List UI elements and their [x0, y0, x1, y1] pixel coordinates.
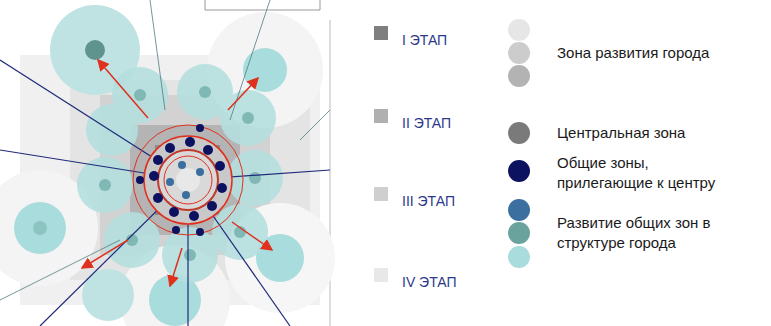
- legend-text: IV ЭТАП: [402, 272, 512, 292]
- legend-text: II ЭТАП: [402, 113, 512, 133]
- legend-text: Центральная зона: [557, 123, 757, 143]
- legend-text: I ЭТАП: [402, 30, 512, 50]
- legend-swatch: [374, 268, 388, 282]
- legend-text: Зона развития города: [557, 43, 757, 63]
- legend-swatch: [507, 159, 531, 183]
- legend-swatch: [374, 109, 388, 123]
- legend-swatch: [507, 41, 531, 65]
- legend-text: III ЭТАП: [402, 191, 512, 211]
- legend-swatch: [374, 187, 388, 201]
- legend-swatch: [507, 121, 531, 145]
- legend-text: Общие зоны, прилегающие к центру: [557, 153, 727, 193]
- legend-text: Развитие общих зон в структуре города: [557, 213, 727, 253]
- legend-swatch: [507, 221, 531, 245]
- legend-swatch: [374, 26, 388, 40]
